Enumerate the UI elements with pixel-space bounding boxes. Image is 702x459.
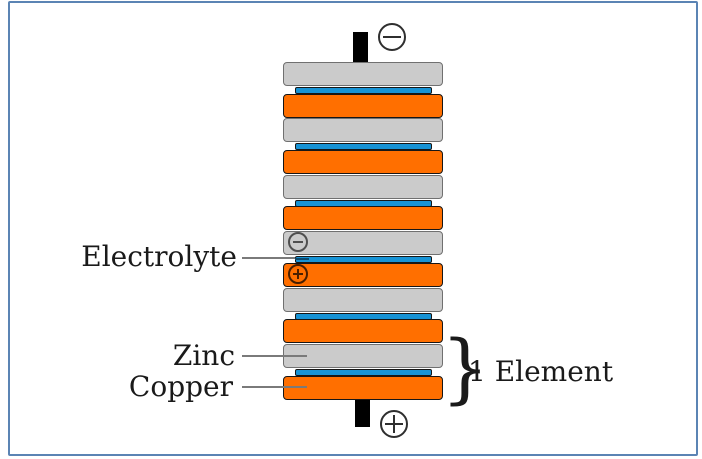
copper-layer [283, 206, 443, 231]
copper-leader-line [242, 386, 307, 388]
copper-layer [283, 149, 443, 174]
top-terminal [353, 32, 368, 64]
copper-layer [283, 262, 443, 287]
copper-layer [283, 93, 443, 118]
electrolyte-label: Electrolyte [81, 240, 237, 273]
minus-circle-icon [288, 232, 308, 253]
electrolyte-layer [295, 87, 432, 94]
copper-label: Copper [128, 370, 233, 403]
zinc-label: Zinc [172, 339, 235, 372]
element-brace: } [441, 323, 490, 412]
zinc-layer [283, 231, 443, 256]
zinc-layer [283, 287, 443, 312]
bottom-terminal [355, 398, 370, 427]
electrolyte-layer [295, 369, 432, 376]
zinc-layer [283, 344, 443, 368]
zinc-layer [283, 118, 443, 143]
electrolyte-leader-line [242, 257, 295, 259]
minus-circle-icon [378, 23, 406, 51]
copper-layer [283, 375, 443, 400]
element-label: 1 Element [468, 355, 614, 388]
plus-circle-icon [380, 410, 408, 438]
copper-layer [283, 319, 443, 344]
voltaic-stack [283, 62, 443, 402]
zinc-layer [283, 62, 443, 86]
plus-circle-icon [288, 263, 308, 284]
zinc-leader-line [242, 355, 307, 357]
electrolyte-leader-tip [295, 258, 309, 260]
zinc-layer [283, 174, 443, 199]
